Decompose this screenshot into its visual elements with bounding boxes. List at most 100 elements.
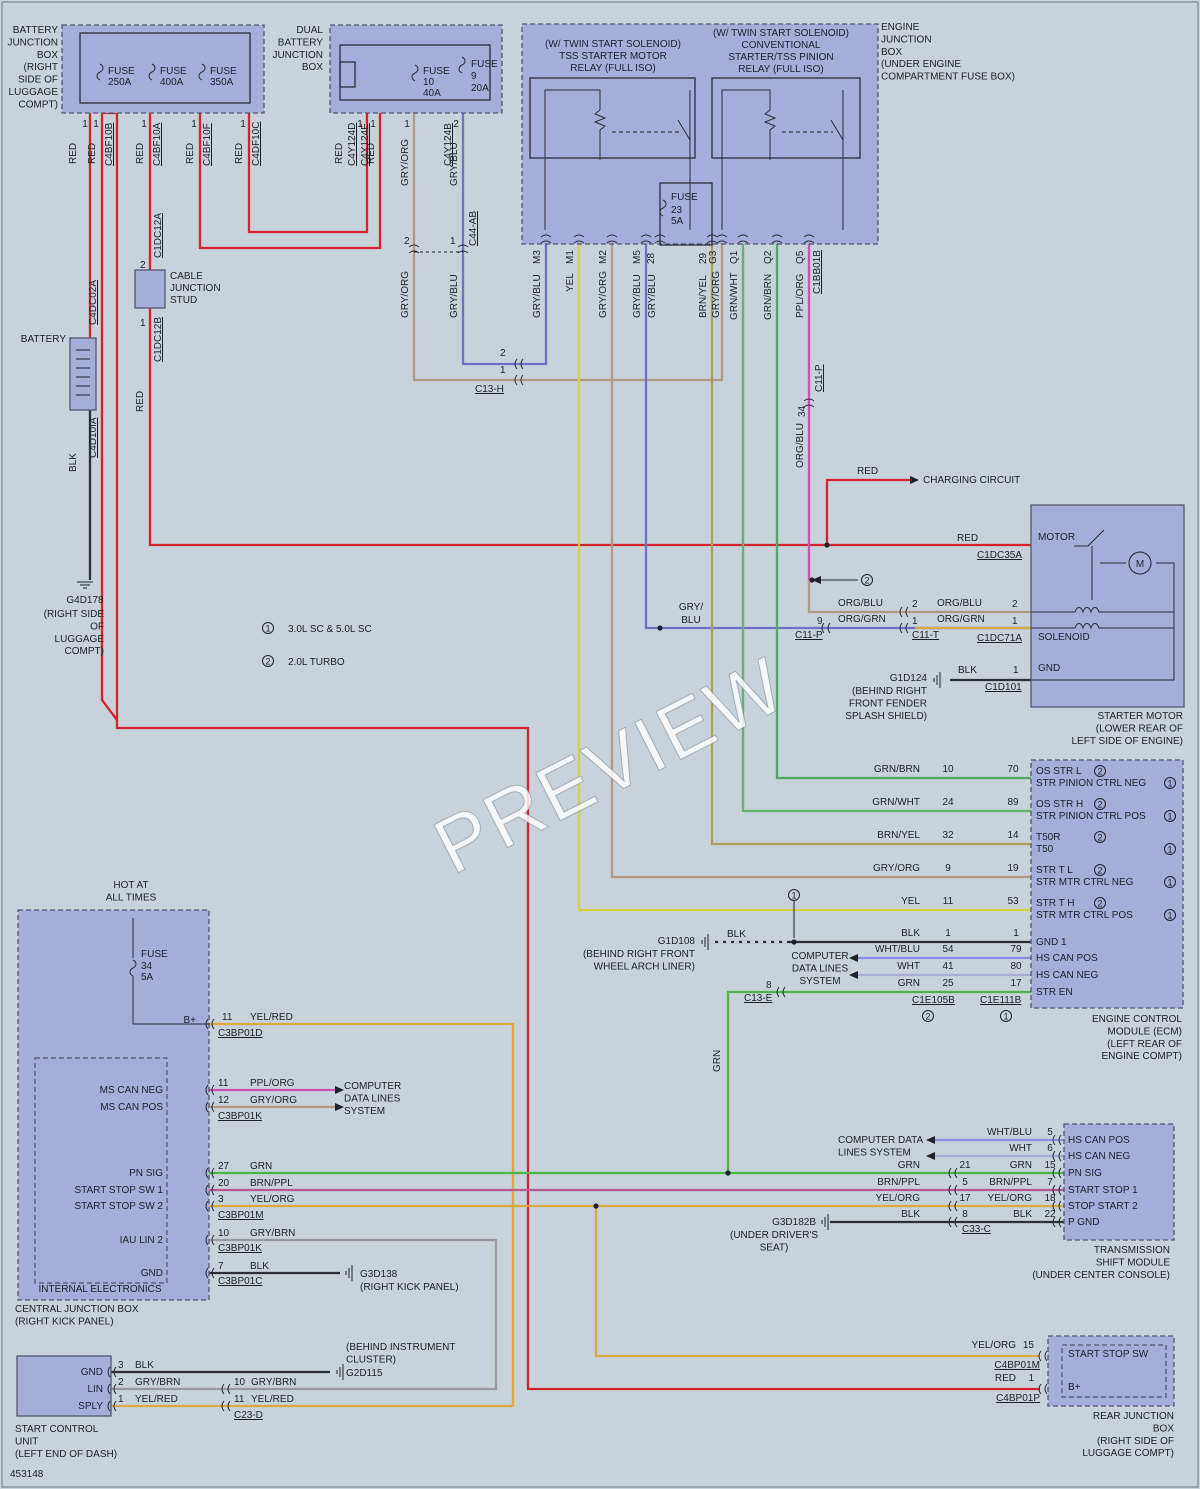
connector-icon (803, 398, 815, 408)
battery-junction-box-title: COMPT) (19, 99, 58, 110)
scu-pin-label: SPLY (78, 1401, 103, 1412)
connector-icon (221, 1383, 231, 1395)
wire-color-label: GRN/WHT (729, 272, 740, 320)
cjb-pin-label: GND (141, 1268, 163, 1279)
pin-number: 1 (1012, 616, 1018, 627)
starter-motor-title: (LOWER REAR OF (1096, 723, 1183, 734)
wire-color-label: RED (87, 143, 98, 164)
connector-id: C3BP01M (218, 1210, 264, 1221)
pin-number: 17 (1010, 978, 1022, 989)
pin-number: 17 (959, 1193, 971, 1204)
wire-color-label: GRY/ORG (598, 271, 609, 318)
wire-color-label: BRN/PPL (989, 1177, 1032, 1188)
wire-grn-ecm-str-en (726, 990, 1031, 1173)
wire-color-label: RED (366, 143, 377, 164)
pin-number: 3 (118, 1360, 124, 1371)
connector-icon (205, 1234, 215, 1246)
pin-number: 20 (218, 1178, 230, 1189)
fuse-icon (458, 56, 466, 74)
pin-number: 10 (234, 1377, 246, 1388)
ecm-pin-label: STR T H (1036, 898, 1075, 909)
option-badge-icon (1164, 876, 1176, 888)
ground-location: SEAT) (760, 1242, 789, 1253)
connector-icon (948, 1200, 958, 1212)
scu-pin-label: LIN (87, 1384, 103, 1395)
pin-number: 80 (1010, 961, 1022, 972)
pin-number: 2 (140, 260, 146, 271)
battery-junction-box-title: SIDE OF (18, 75, 58, 86)
pin-number: 1 (93, 119, 99, 130)
pin-number: 2 (404, 236, 410, 247)
rjb-title: (RIGHT SIDE OF (1097, 1436, 1174, 1447)
pin-number: Q1 (729, 250, 740, 264)
connector-id: C4Y124E (360, 123, 371, 166)
connector-icon (948, 1216, 958, 1228)
wire-color-label: GRY/BRN (135, 1377, 180, 1388)
option-badge-icon (1094, 765, 1106, 777)
ground-id: G3D182B (772, 1217, 816, 1228)
legend-text: 2.0L TURBO (288, 657, 345, 668)
start-control-unit (16, 1355, 112, 1417)
wire-gry-org-ecm (610, 244, 1031, 879)
pin-number: 1 (118, 1394, 124, 1405)
connector-id: C13-H (475, 384, 504, 395)
pin-number: 32 (942, 830, 954, 841)
pin-number: 1 (945, 928, 951, 939)
connector-id: C1DC71A (977, 633, 1022, 644)
wire-color-label: BLU (681, 615, 700, 626)
fuse-name: FUSE (471, 59, 498, 70)
rjb-title: REAR JUNCTION (1093, 1411, 1174, 1422)
connector-icon (640, 234, 652, 244)
connector-id: C1DC35A (977, 550, 1022, 561)
connector-icon (205, 1084, 215, 1096)
option-badge-number: 2 (1097, 865, 1102, 875)
wire-color-label: YEL/RED (251, 1394, 294, 1405)
connector-icon (107, 1383, 117, 1395)
ecm-pin-label: T50 (1036, 844, 1054, 855)
wire-color-label: PPL/ORG (250, 1078, 295, 1089)
wire-color-label: RED (995, 1373, 1016, 1384)
pin-number: M5 (632, 250, 643, 264)
battery-junction-box-title: (RIGHT (24, 62, 58, 73)
engine-junction-box-title: ENGINE (881, 22, 920, 33)
wire-yel-org-rear (594, 1206, 1040, 1358)
connector-id: C44-AB (468, 211, 479, 246)
pin-number: 12 (218, 1095, 230, 1106)
ecm-pin-label: STR MTR CTRL POS (1036, 910, 1133, 921)
connector-id: C3BP01D (218, 1028, 262, 1039)
dual-battery-junction-box-title: DUAL (296, 25, 323, 36)
computer-data-lines-label: SYSTEM (344, 1106, 385, 1117)
option-badge-icon (1164, 843, 1176, 855)
cjb-title: CENTRAL JUNCTION BOX (15, 1304, 139, 1315)
option-badge-number: 2 (1097, 898, 1102, 908)
pin-number: M3 (532, 250, 543, 264)
wire-color-label: GRY/ORG (873, 863, 920, 874)
pin-number: 1 (1013, 928, 1019, 939)
connector-id: C3BP01K (218, 1243, 262, 1254)
pin-number: 34 (797, 405, 808, 417)
ecm-title: (LEFT REAR OF (1107, 1039, 1182, 1050)
ground-symbol-icon (933, 672, 941, 688)
solenoid-label: SOLENOID (1038, 632, 1090, 643)
connector-icon (654, 234, 666, 244)
wire-grn-wht (741, 244, 1031, 813)
pin-number: 29 (698, 252, 709, 264)
pin-number: 11 (943, 896, 954, 907)
battery-junction-box-bus (79, 32, 251, 104)
wire-color-label: YEL/ORG (876, 1193, 921, 1204)
wire-red-charging (825, 478, 910, 545)
motor-label: MOTOR (1038, 532, 1075, 543)
connector-id: C4D10IA (88, 417, 99, 458)
connector-id: C3BP01K (218, 1111, 262, 1122)
wire-color-label: GRN (712, 1050, 723, 1072)
ecm-pin-label: STR T L (1036, 865, 1073, 876)
pin-number: 41 (942, 961, 954, 972)
tsm-pin-label: HS CAN POS (1068, 1135, 1130, 1146)
wire-red-dual (198, 113, 382, 250)
connector-icon (606, 234, 618, 244)
pin-number: 54 (942, 944, 954, 955)
fuse-number: 10 (423, 77, 435, 88)
engine-junction-box-title: (UNDER ENGINE (881, 59, 961, 70)
ground-symbol-icon (336, 1364, 344, 1380)
connector-icon (948, 1167, 958, 1179)
